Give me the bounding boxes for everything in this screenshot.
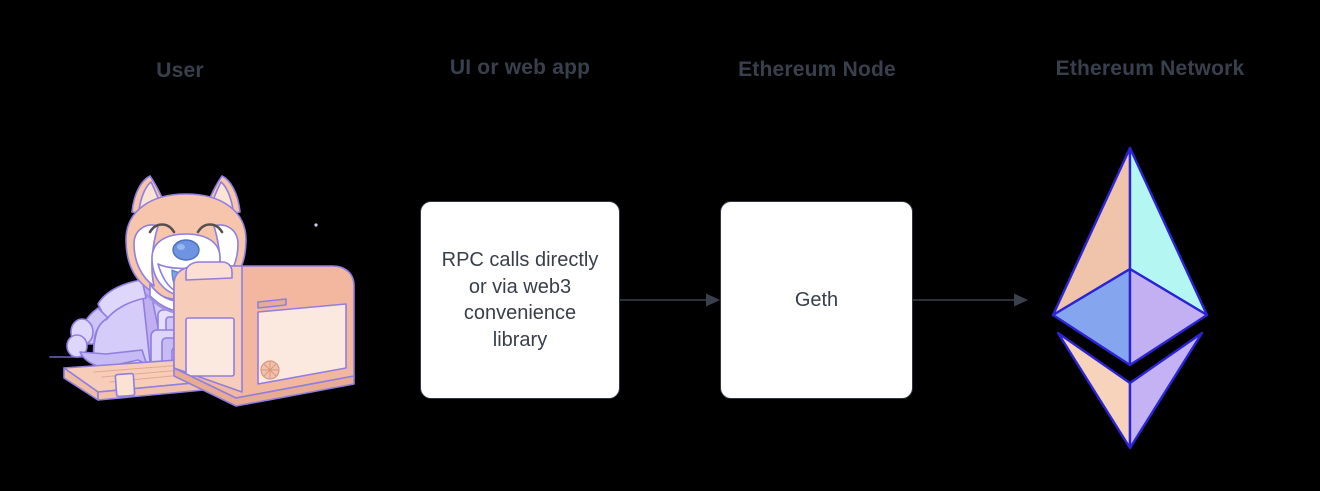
node-box-geth-label: Geth bbox=[794, 288, 839, 311]
column-header-ethereum-network: Ethereum Network bbox=[1055, 57, 1245, 80]
connector-arrow-webapp-to-node bbox=[620, 291, 721, 309]
column-header-ethereum-node: Ethereum Node bbox=[738, 58, 896, 81]
doge-at-computer-illustration bbox=[46, 172, 376, 407]
column-header-user: User bbox=[156, 59, 204, 82]
ethereum-logo bbox=[1027, 143, 1234, 453]
column-header-ui-or-web-app: UI or web app bbox=[449, 56, 591, 79]
node-box-rpc-calls-label: RPC calls directly or via web3 convenien… bbox=[441, 249, 599, 351]
node-box-geth[interactable]: Geth bbox=[720, 201, 913, 399]
connector-arrow-node-to-network bbox=[913, 291, 1029, 309]
node-box-rpc-calls[interactable]: RPC calls directly or via web3 convenien… bbox=[420, 201, 620, 399]
